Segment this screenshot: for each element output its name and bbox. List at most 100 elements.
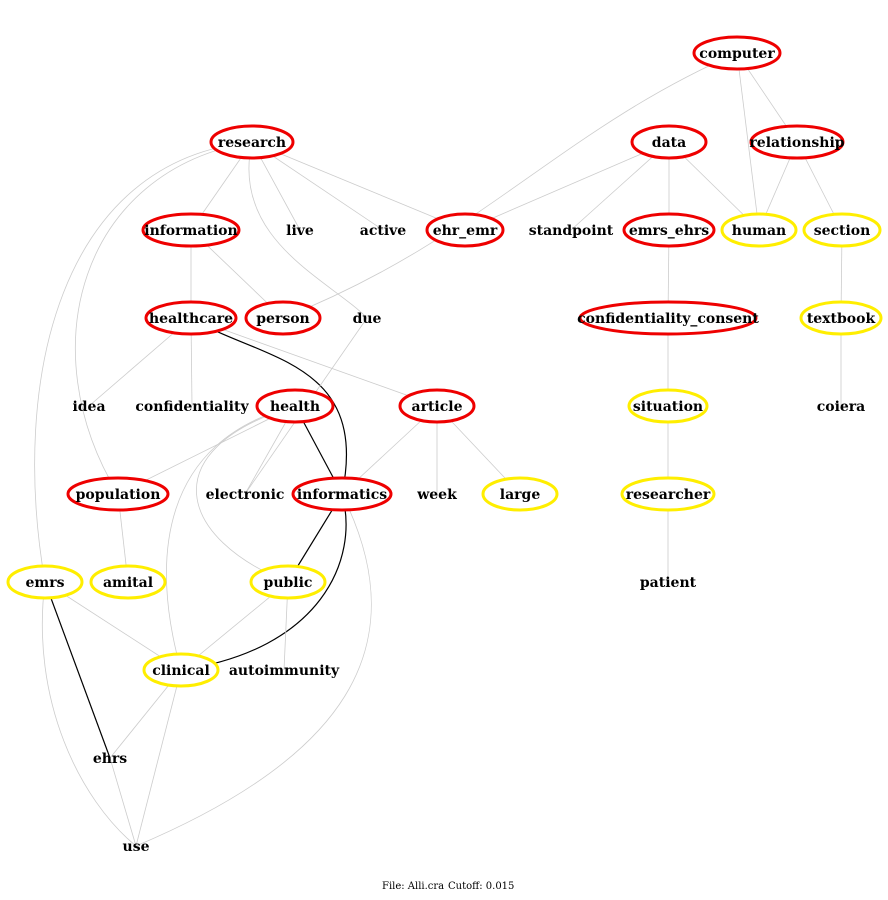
node-autoimmunity: autoimmunity	[229, 663, 340, 679]
node-ehr_emr: ehr_emr	[425, 212, 505, 248]
node-ring-researcher	[620, 476, 716, 512]
node-clinical: clinical	[142, 652, 220, 688]
node-data: data	[630, 124, 708, 160]
node-label-standpoint: standpoint	[529, 223, 614, 239]
node-ring-relationship	[749, 124, 845, 160]
node-population: population	[66, 476, 170, 512]
node-patient: patient	[640, 575, 697, 591]
node-label-article: article	[412, 399, 463, 415]
footer-file: File: Alli.cra	[382, 881, 444, 892]
node-ring-information	[141, 212, 241, 248]
node-label-clinical: clinical	[152, 663, 210, 679]
node-label-autoimmunity: autoimmunity	[229, 663, 340, 679]
footer-cutoff: Cutoff: 0.015	[448, 881, 514, 892]
node-ring-computer	[692, 35, 782, 71]
node-standpoint: standpoint	[529, 223, 614, 239]
node-research: research	[209, 124, 295, 160]
node-week: week	[416, 487, 457, 503]
node-amital: amital	[89, 564, 167, 600]
node-label-active: active	[360, 223, 407, 239]
node-label-ehrs: ehrs	[93, 751, 127, 767]
node-label-idea: idea	[72, 399, 105, 415]
node-label-emrs: emrs	[26, 575, 65, 591]
edge-data-ehr_emr	[464, 141, 670, 231]
node-label-section: section	[814, 223, 871, 239]
node-ring-ehr_emr	[425, 212, 505, 248]
node-ring-informatics	[291, 476, 393, 512]
node-large: large	[481, 476, 559, 512]
node-label-healthcare: healthcare	[149, 311, 233, 327]
node-label-week: week	[416, 487, 457, 503]
node-emrs: emrs	[6, 564, 84, 600]
edge-research-emrs	[34, 141, 253, 583]
node-ring-large	[481, 476, 559, 512]
node-informatics: informatics	[291, 476, 393, 512]
edge-ehrs-use	[109, 757, 137, 847]
node-label-public: public	[264, 575, 313, 591]
node-label-population: population	[76, 487, 161, 503]
node-information: information	[141, 212, 241, 248]
node-label-informatics: informatics	[297, 487, 387, 503]
edge-emrs-ehrs	[44, 581, 111, 759]
node-ring-data	[630, 124, 708, 160]
node-section: section	[802, 212, 882, 248]
node-healthcare: healthcare	[144, 300, 238, 336]
node-label-human: human	[732, 223, 786, 239]
node-live: live	[286, 223, 314, 239]
node-label-researcher: researcher	[626, 487, 711, 503]
node-label-amital: amital	[103, 575, 153, 591]
node-label-relationship: relationship	[749, 135, 844, 151]
edge-clinical-use	[135, 669, 182, 847]
node-ring-situation	[627, 388, 709, 424]
node-article: article	[398, 388, 476, 424]
node-label-large: large	[500, 487, 541, 503]
node-label-textbook: textbook	[807, 311, 876, 327]
node-ring-human	[720, 212, 798, 248]
node-label-patient: patient	[640, 575, 697, 591]
edge-layer	[34, 52, 843, 847]
node-due: due	[353, 311, 382, 327]
node-label-confidentiality: confidentiality	[135, 399, 249, 415]
node-label-coiera: coiera	[817, 399, 866, 415]
node-ring-confidentiality_consent	[578, 300, 758, 336]
node-label-computer: computer	[699, 46, 775, 62]
node-ring-public	[249, 564, 327, 600]
node-ehrs: ehrs	[93, 751, 127, 767]
edge-healthcare-informatics	[190, 317, 348, 495]
node-label-confidentiality_consent: confidentiality_consent	[577, 311, 759, 327]
node-label-situation: situation	[633, 399, 703, 415]
node-ring-healthcare	[144, 300, 238, 336]
node-label-person: person	[256, 311, 309, 327]
node-health: health	[255, 388, 335, 424]
node-label-emrs_ehrs: emrs_ehrs	[629, 223, 709, 239]
node-ring-research	[209, 124, 295, 160]
node-ring-emrs	[6, 564, 84, 600]
node-label-live: live	[286, 223, 314, 239]
node-coiera: coiera	[817, 399, 866, 415]
edge-research-due	[248, 141, 368, 319]
node-idea: idea	[72, 399, 105, 415]
node-ring-textbook	[799, 300, 883, 336]
node-person: person	[244, 300, 322, 336]
node-textbook: textbook	[799, 300, 883, 336]
node-label-use: use	[123, 839, 150, 855]
node-ring-article	[398, 388, 476, 424]
edge-computer-person	[282, 52, 738, 319]
edge-computer-human	[736, 52, 760, 231]
edge-health-public	[196, 405, 296, 583]
node-label-research: research	[218, 135, 286, 151]
edge-informatics-use	[135, 493, 372, 847]
edge-emrs-use	[41, 581, 137, 847]
node-confidentiality_consent: confidentiality_consent	[577, 300, 759, 336]
node-ring-population	[66, 476, 170, 512]
node-researcher: researcher	[620, 476, 716, 512]
node-ring-health	[255, 388, 335, 424]
node-ring-amital	[89, 564, 167, 600]
node-label-data: data	[652, 135, 686, 151]
node-ring-person	[244, 300, 322, 336]
node-ring-emrs_ehrs	[622, 212, 716, 248]
node-relationship: relationship	[749, 124, 845, 160]
edge-health-clinical	[166, 405, 296, 671]
node-ring-section	[802, 212, 882, 248]
node-label-due: due	[353, 311, 382, 327]
